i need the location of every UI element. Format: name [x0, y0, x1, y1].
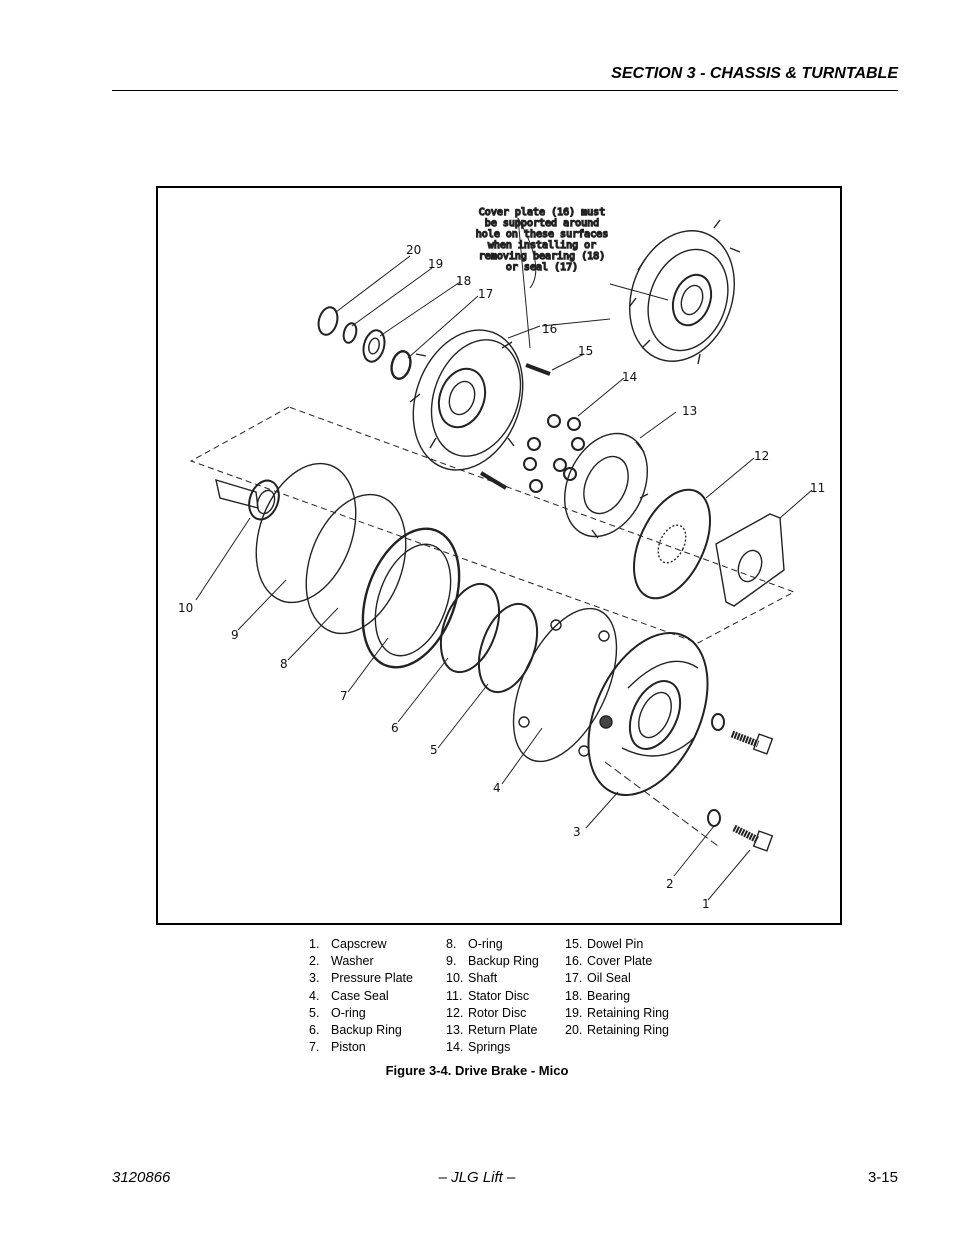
figure-caption: Figure 3-4. Drive Brake - Mico: [385, 1063, 569, 1078]
callout-12: 12: [754, 449, 769, 463]
assembly-axis: [604, 761, 719, 847]
callout-16: 16: [542, 322, 557, 336]
assembly-outline: [189, 406, 796, 644]
footer-page-number: 3-15: [867, 1169, 898, 1186]
cover-plate-note: Cover plate (16) must be supported aroun…: [475, 206, 609, 273]
oil-seal-17: [390, 350, 412, 380]
callout-9: 9: [231, 628, 239, 642]
capscrew-upper: [730, 730, 774, 755]
callout-18: 18: [456, 274, 471, 288]
callout-13: 13: [682, 404, 697, 418]
exploded-view-figure: Cover plate (16) must be supported aroun…: [156, 186, 842, 925]
note-line-4: when installing or: [488, 240, 596, 251]
legend-item: 8.O-ring: [446, 937, 503, 951]
leader-lines: [195, 217, 813, 901]
callout-10: 10: [178, 601, 193, 615]
legend-item: 18.Bearing: [565, 988, 631, 1003]
legend-item: 13.Return Plate: [446, 1023, 538, 1038]
footer-doc-number: 3120866: [112, 1169, 171, 1186]
callout-4: 4: [493, 781, 501, 795]
callout-2: 2: [666, 877, 674, 891]
washer-upper: [711, 713, 725, 731]
legend-item: 7.Piston: [309, 1040, 366, 1055]
legend-item: 1.Capscrew: [309, 937, 387, 951]
springs: [523, 414, 585, 493]
note-line-1: Cover plate (16) must: [479, 207, 605, 218]
legend-item: 12.Rotor Disc: [446, 1005, 527, 1020]
washer-lower: [707, 809, 721, 827]
case-seal: [512, 607, 618, 763]
dowel-pin-upper: [525, 363, 551, 376]
legend-item: 15.Dowel Pin: [565, 937, 644, 951]
brake-housing: [409, 329, 524, 471]
callout-17: 17: [478, 287, 493, 301]
drive-brake-diagram: Cover plate (16) must be supported aroun…: [178, 206, 825, 911]
note-line-6: or seal (17): [506, 262, 578, 273]
legend-item: 6.Backup Ring: [309, 1023, 402, 1038]
callout-15: 15: [578, 344, 593, 358]
callout-19: 19: [428, 257, 443, 271]
o-ring-5: [477, 602, 539, 694]
note-line-2: be supported around: [485, 218, 599, 229]
legend-item: 4.Case Seal: [309, 988, 389, 1003]
return-plate: [563, 432, 649, 539]
legend-item: 11.Stator Disc: [446, 988, 530, 1003]
callout-1: 1: [702, 897, 710, 911]
callout-6: 6: [391, 721, 399, 735]
backup-ring-9: [255, 462, 357, 604]
backup-ring-6: [439, 582, 501, 674]
legend-item: 5.O-ring: [309, 1005, 366, 1020]
note-line-5: removing bearing (18): [479, 251, 605, 262]
footer-publisher: – JLG Lift –: [438, 1169, 516, 1186]
callout-5: 5: [430, 743, 438, 757]
callout-20: 20: [406, 243, 421, 257]
o-ring-8: [305, 493, 407, 635]
rotor-disc: [633, 488, 711, 600]
legend-column-1: 1.Capscrew 2.Washer 3.Pressure Plate 4.C…: [309, 936, 413, 1056]
callout-11: 11: [810, 481, 825, 495]
callout-8: 8: [280, 657, 288, 671]
stator-disc: [715, 513, 785, 607]
callout-14: 14: [622, 370, 637, 384]
legend-item: 10.Shaft: [446, 971, 498, 986]
dowel-pin-lower: [479, 471, 508, 490]
shaft: [215, 478, 280, 521]
callout-7: 7: [340, 689, 348, 703]
note-line-3: hole on these surfaces: [476, 229, 608, 240]
legend-item: 14.Springs: [446, 1040, 511, 1055]
page-header: SECTION 3 - CHASSIS & TURNTABLE: [112, 64, 898, 91]
pressure-plate: [587, 632, 709, 796]
retaining-ring-20: [317, 306, 339, 336]
legend-column-2: 8.O-ring 9.Backup Ring 10.Shaft 11.Stato…: [446, 936, 539, 1056]
piston: [361, 527, 461, 669]
legend-item: 9.Backup Ring: [446, 954, 539, 969]
legend-item: 17.Oil Seal: [565, 971, 631, 986]
capscrew-lower: [732, 824, 774, 852]
bearing-18: [362, 329, 386, 363]
legend-item: 20.Retaining Ring: [565, 1023, 669, 1038]
section-title: SECTION 3 - CHASSIS & TURNTABLE: [611, 65, 898, 82]
cover-plate: [629, 219, 741, 365]
legend-item: 2.Washer: [309, 954, 374, 969]
legend-column-3: 15.Dowel Pin 16.Cover Plate 17.Oil Seal …: [565, 936, 669, 1039]
callout-numbers: 1 2 3 4 5 6 7 8 9 10 11 12 13 14 15 16 1…: [178, 243, 825, 911]
legend-item: 3.Pressure Plate: [309, 971, 413, 986]
retaining-ring-19: [342, 322, 358, 344]
legend-item: 19.Retaining Ring: [565, 1005, 669, 1020]
legend-item: 16.Cover Plate: [565, 954, 653, 969]
callout-3: 3: [573, 825, 581, 839]
